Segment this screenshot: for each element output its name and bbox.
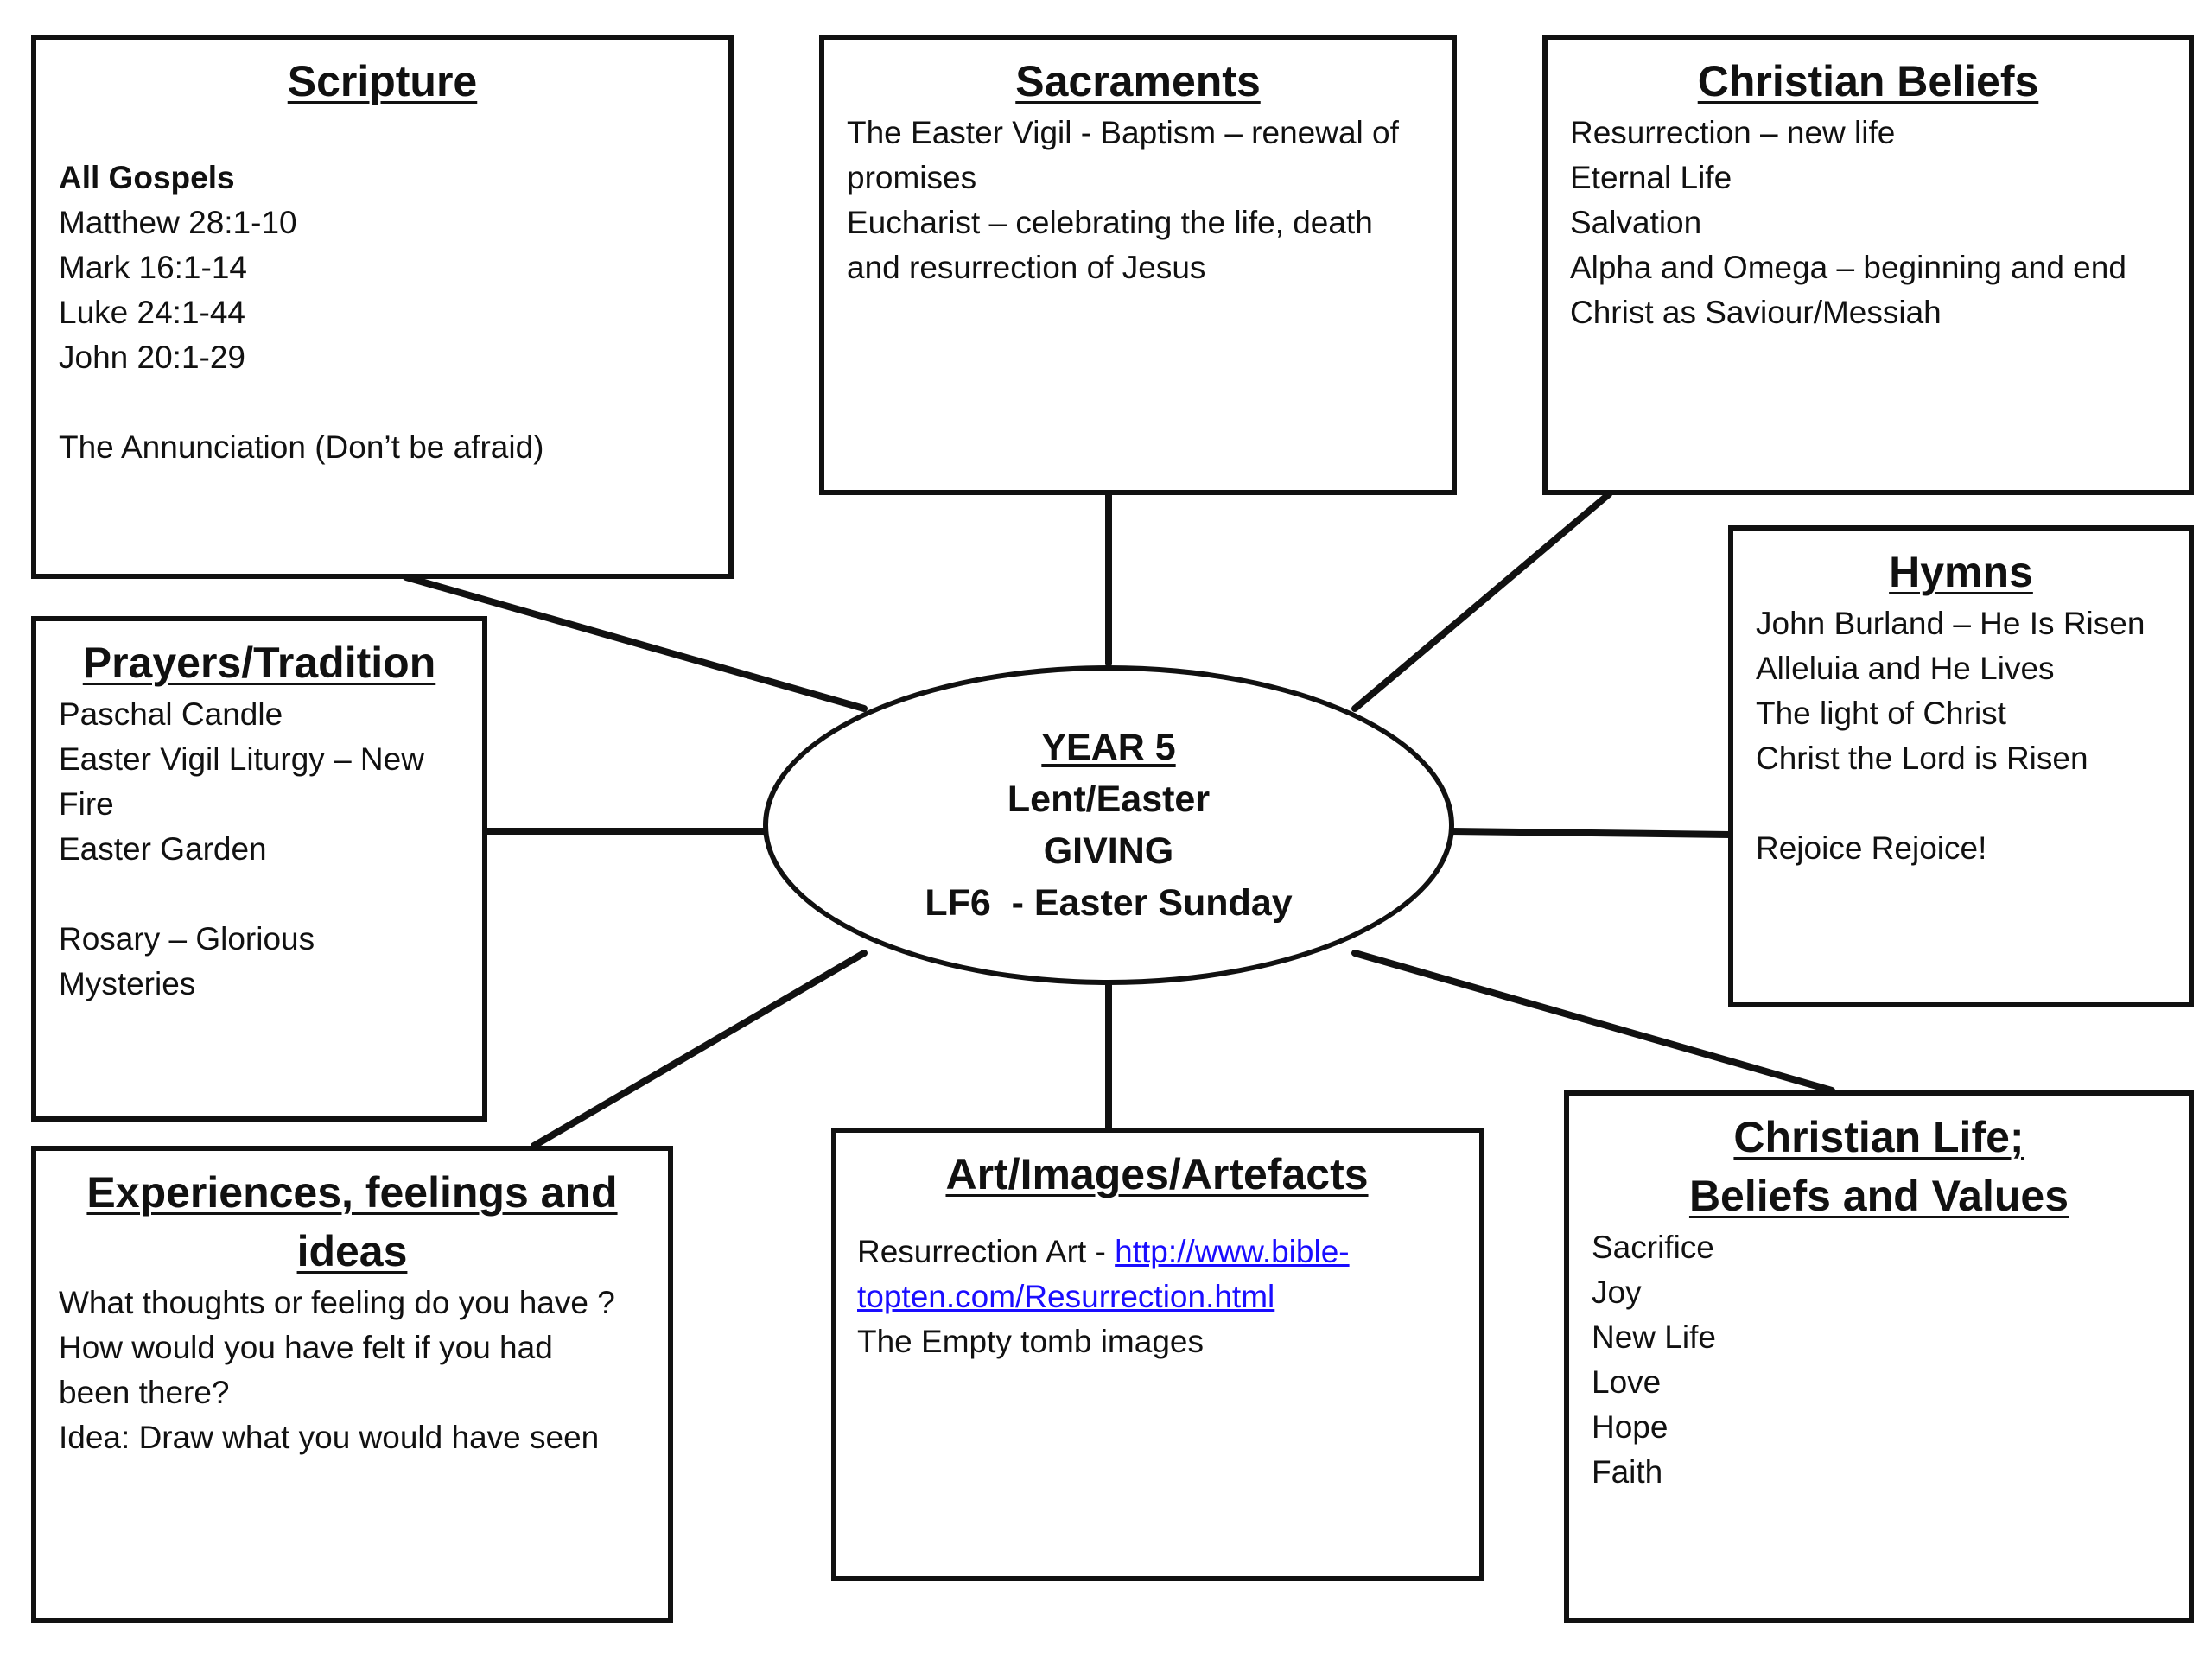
experiences-line: Idea: Draw what you would have seen: [59, 1420, 600, 1455]
connector-experiences: [531, 950, 868, 1149]
prayers-line: Rosary – Glorious: [59, 921, 315, 957]
experiences-line: What thoughts or feeling do you have ?: [59, 1285, 615, 1320]
christian-beliefs-line: Resurrection – new life: [1570, 115, 1896, 150]
prayers-line: Easter Garden: [59, 831, 267, 867]
scripture-ref: Mark 16:1-14: [59, 250, 247, 285]
scripture-ref: Luke 24:1-44: [59, 295, 246, 330]
hymns-line: The light of Christ: [1756, 696, 2006, 731]
christian-life-box: Christian Life; Beliefs and Values Sacri…: [1564, 1090, 2194, 1623]
prayers-tradition-title: Prayers/Tradition: [82, 639, 436, 687]
sacraments-title: Sacraments: [1015, 57, 1261, 105]
scripture-heading: All Gospels: [59, 160, 235, 195]
sacraments-line: promises: [847, 160, 977, 195]
art-link-part1[interactable]: http://www.bible-: [1115, 1234, 1350, 1269]
christian-beliefs-line: Eternal Life: [1570, 160, 1732, 195]
center-year: YEAR 5: [1041, 727, 1176, 768]
prayers-line: Mysteries: [59, 966, 196, 1001]
prayers-line: [59, 872, 460, 917]
christian-life-line: Joy: [1592, 1274, 1642, 1310]
christian-life-title-line1: Christian Life;: [1733, 1113, 2024, 1161]
art-extra: The Empty tomb images: [857, 1324, 1204, 1359]
prayers-tradition-box: Prayers/Tradition Paschal Candle Easter …: [31, 616, 487, 1122]
hymns-line: [1756, 781, 2166, 826]
spacer: [59, 380, 706, 425]
art-resurrection-line: Resurrection Art - http://www.bible-: [857, 1230, 1457, 1274]
experiences-line: been there?: [59, 1375, 230, 1410]
christian-life-line: Sacrifice: [1592, 1230, 1714, 1265]
prayers-line: Easter Vigil Liturgy – New: [59, 741, 424, 777]
sacraments-box: Sacraments The Easter Vigil - Baptism – …: [819, 35, 1457, 495]
scripture-box: Scripture All Gospels Matthew 28:1-10 Ma…: [31, 35, 734, 579]
hymns-line: Alleluia and He Lives: [1756, 651, 2055, 686]
christian-life-line: New Life: [1592, 1319, 1716, 1355]
hymns-line: John Burland – He Is Risen: [1756, 606, 2145, 641]
hymns-line: Christ the Lord is Risen: [1756, 741, 2088, 776]
center-theme: GIVING: [1043, 830, 1174, 872]
sacraments-line: Eucharist – celebrating the life, death: [847, 205, 1373, 240]
christian-beliefs-line: Christ as Saviour/Messiah: [1570, 295, 1942, 330]
spacer: [857, 1204, 1457, 1230]
hymns-title: Hymns: [1889, 548, 2033, 596]
experiences-box: Experiences, feelings and ideas What tho…: [31, 1146, 673, 1623]
art-prefix: Resurrection Art -: [857, 1234, 1116, 1269]
hymns-line: Rejoice Rejoice!: [1756, 830, 1987, 866]
connector-christian-life: [1351, 950, 1835, 1094]
art-box: Art/Images/Artefacts Resurrection Art - …: [831, 1128, 1484, 1581]
scripture-ref: John 20:1-29: [59, 340, 246, 375]
sacraments-line: and resurrection of Jesus: [847, 250, 1206, 285]
connector-scripture: [403, 574, 868, 712]
prayers-line: Fire: [59, 786, 114, 822]
christian-beliefs-box: Christian Beliefs Resurrection – new lif…: [1542, 35, 2194, 495]
connector-hymns: [1448, 828, 1733, 838]
scripture-ref: Matthew 28:1-10: [59, 205, 297, 240]
experiences-title-line1: Experiences, feelings and: [86, 1168, 618, 1217]
christian-life-line: Hope: [1592, 1409, 1669, 1445]
prayers-line: Paschal Candle: [59, 696, 283, 732]
christian-life-title-line2: Beliefs and Values: [1688, 1172, 2069, 1220]
center-topic: YEAR 5 Lent/Easter GIVING LF6 - Easter S…: [763, 665, 1454, 985]
art-link-part2[interactable]: topten.com/Resurrection.html: [857, 1279, 1275, 1314]
sacraments-line: The Easter Vigil - Baptism – renewal of: [847, 115, 1399, 150]
center-season: Lent/Easter: [1007, 779, 1211, 820]
scripture-note: The Annunciation (Don’t be afraid): [59, 429, 544, 465]
hymns-box: Hymns John Burland – He Is Risen Allelui…: [1728, 525, 2194, 1007]
christian-beliefs-line: Alpha and Omega – beginning and end: [1570, 250, 2126, 285]
spacer: [59, 111, 706, 156]
art-title: Art/Images/Artefacts: [945, 1150, 1369, 1198]
christian-life-line: Love: [1592, 1364, 1662, 1400]
connector-christian-beliefs: [1351, 491, 1612, 712]
art-link-line: topten.com/Resurrection.html: [857, 1274, 1457, 1319]
scripture-title: Scripture: [287, 57, 478, 105]
experiences-title-line2: ideas: [296, 1227, 408, 1275]
christian-beliefs-line: Salvation: [1570, 205, 1702, 240]
experiences-line: How would you have felt if you had: [59, 1330, 553, 1365]
christian-beliefs-title: Christian Beliefs: [1697, 57, 2039, 105]
center-unit: LF6 - Easter Sunday: [925, 882, 1293, 924]
christian-life-line: Faith: [1592, 1454, 1663, 1490]
